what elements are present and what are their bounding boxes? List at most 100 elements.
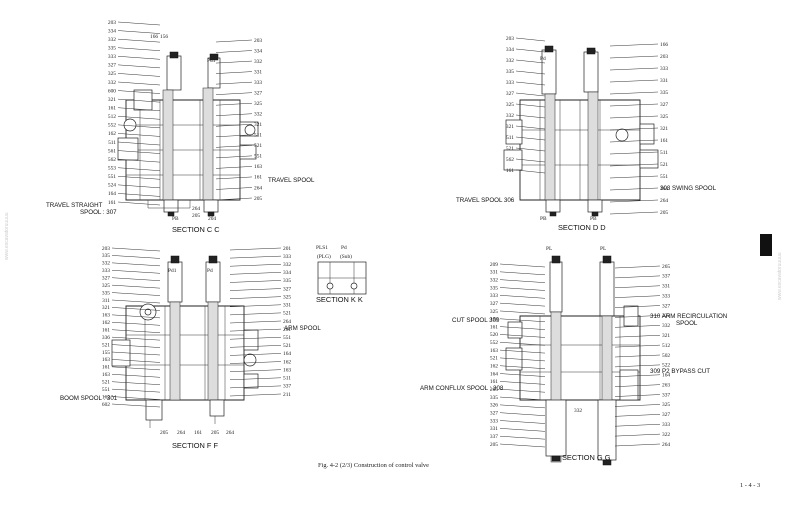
ff-left-numbers-2: 332 [102, 261, 110, 267]
section-ff-title: SECTION F F [172, 441, 218, 450]
ff-right-numbers-11: 551 [283, 335, 291, 341]
cc-right-numbers-1: 334 [254, 48, 262, 54]
gg-leader-line [499, 271, 546, 276]
gg-right-numbers-7: 321 [662, 333, 670, 339]
gg-leader-line [614, 315, 661, 318]
section-gg-top-label-2: PL [600, 246, 606, 252]
cc-leader-line [117, 38, 161, 43]
ff-left-numbers-12: 336 [102, 335, 110, 341]
section-gg-arm-conflux-callout: ARM CONFLUX SPOOL : 308 [420, 385, 504, 392]
cc-leader-line [117, 21, 161, 26]
ff-leader-line [111, 351, 161, 356]
cc-left-numbers-12: 552 [108, 123, 116, 129]
ff-leader-line [111, 396, 161, 400]
ff-leader-line [111, 284, 161, 289]
dd-right-numbers-6: 325 [660, 114, 668, 120]
ff-left-numbers-4: 327 [102, 276, 110, 282]
section-kk-sub-label-2: (Sub) [340, 253, 352, 260]
section-dd-travel-spool-callout: TRAVEL SPOOL 306 [456, 197, 515, 204]
cc-left-numbers-6: 325 [108, 71, 116, 77]
ff-leader-line [111, 247, 161, 252]
dd-leader-line [609, 55, 659, 59]
dd-leader-line [515, 147, 546, 152]
gg-left-numbers-5: 327 [490, 301, 498, 307]
cc-leader-line [117, 167, 161, 171]
ff-right-numbers-8: 521 [283, 311, 291, 317]
cc-right-numbers-8: 321 [254, 122, 262, 128]
cc-leader-line [215, 71, 253, 74]
gg-leader-line [499, 326, 546, 330]
cc-left-numbers-16: 562 [108, 157, 116, 163]
ff-leader-line [229, 304, 282, 308]
ff-leader-line [229, 296, 282, 299]
ff-left-numbers-10: 162 [102, 320, 110, 326]
gg-leader-line [614, 295, 661, 298]
gg-right-numbers-10: 522 [662, 363, 670, 369]
ff-leader-line [229, 361, 282, 364]
dd-leader-line [515, 103, 546, 108]
ff-right-numbers-7: 331 [283, 303, 291, 309]
cc-leader-line [117, 124, 161, 129]
cc-leader-line [117, 81, 161, 86]
ff-left-numbers-3: 333 [102, 268, 110, 274]
ff-left-numbers-11: 161 [102, 328, 110, 334]
dd-leader-line [609, 139, 659, 143]
dd-left-numbers-7: 332 [506, 113, 514, 119]
dd-left-numbers-3: 335 [506, 69, 514, 75]
dd-right-numbers-5: 327 [660, 102, 668, 108]
cc-leader-line [117, 90, 161, 94]
gg-leader-line [499, 404, 546, 409]
gg-leader-line [614, 374, 661, 378]
dd-leader-line [515, 169, 546, 174]
cc-leader-line [117, 116, 161, 120]
dd-right-numbers-12: 164 [660, 186, 668, 192]
cc-left-numbers-10: 161 [108, 106, 116, 112]
ff-leader-line [111, 329, 161, 333]
section-dd-swing-spool-callout: 303 SWING SPOOL [660, 185, 717, 192]
gg-right-numbers-13: 337 [662, 392, 670, 398]
section-gg-right-labels: 2653373313333273253323215125025221642633… [614, 264, 670, 448]
cc-leader-line [117, 73, 161, 77]
dd-leader-line [609, 163, 659, 167]
cc-leader-line [215, 60, 253, 64]
gg-right-numbers-9: 502 [662, 353, 670, 359]
cc-leader-line [215, 124, 253, 127]
ff-right-numbers-6: 325 [283, 294, 291, 300]
ff-leader-line [229, 328, 282, 332]
cc-right-numbers-11: 551 [254, 154, 262, 160]
cc-leader-line [117, 107, 161, 111]
cc-left-numbers-5: 327 [108, 63, 116, 69]
cc-left-numbers-1: 334 [108, 28, 116, 34]
gg-right-numbers-18: 264 [662, 442, 670, 448]
gg-left-numbers-20: 333 [490, 418, 498, 424]
gg-left-numbers-21: 331 [490, 426, 498, 432]
section-ff-left-labels: 2033353323333273253353113211631621613365… [102, 246, 161, 408]
section-gg-drawing [505, 255, 641, 466]
dd-leader-line [609, 91, 659, 95]
gg-leader-line [499, 373, 546, 377]
section-cc-bottom-label-2: 205 [192, 213, 200, 219]
dd-leader-line [609, 103, 659, 107]
section-cc-left-labels: 2033343323353333273253326003211615125521… [108, 20, 161, 206]
cc-left-numbers-13: 162 [108, 131, 116, 137]
cc-leader-line [215, 187, 253, 190]
cc-right-numbers-5: 327 [254, 90, 262, 96]
ff-bottom-label-3: 205 [211, 430, 219, 436]
gg-left-numbers-0: 209 [490, 262, 498, 268]
gg-leader-line [499, 295, 546, 299]
ff-leader-line [229, 263, 282, 267]
ff-left-numbers-17: 163 [102, 372, 110, 378]
gg-right-numbers-1: 337 [662, 274, 670, 280]
ff-right-numbers-12: 521 [283, 343, 291, 349]
cc-leader-line [117, 184, 161, 189]
ff-leader-line [229, 320, 282, 324]
cc-leader-line [117, 64, 161, 69]
ff-leader-line [111, 270, 161, 274]
dd-leader-line [515, 114, 546, 119]
gg-left-numbers-15: 161 [490, 379, 498, 385]
dd-left-numbers-1: 334 [506, 47, 514, 53]
cc-leader-line [117, 98, 161, 103]
dd-leader-line [515, 92, 546, 97]
gg-leader-line [614, 443, 661, 447]
